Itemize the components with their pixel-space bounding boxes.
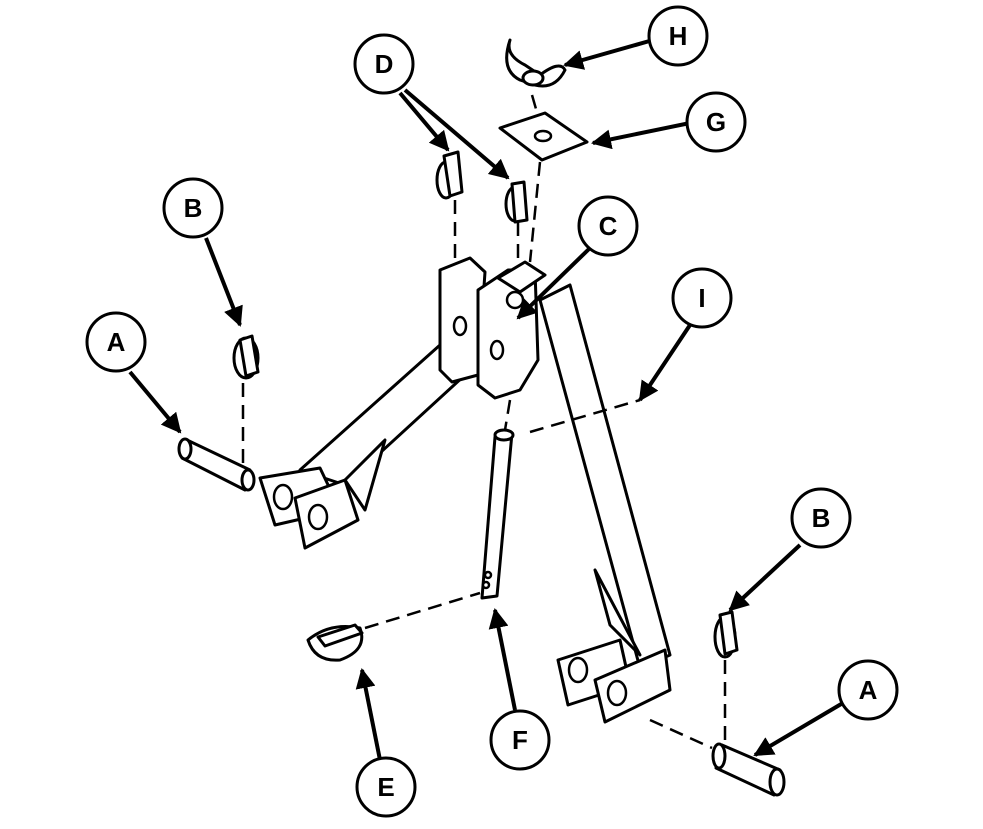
right-arm-end-bracket — [556, 568, 672, 724]
callout-c: C — [577, 195, 639, 257]
left-arm-end-bracket — [258, 438, 387, 550]
lynch-pins-top — [435, 150, 529, 224]
assembly-dashed-lines — [241, 94, 727, 750]
callout-h: H — [647, 5, 709, 67]
callout-a-left-label: A — [107, 327, 126, 357]
callout-i-label: I — [698, 283, 705, 313]
callout-a-right-label: A — [859, 675, 878, 705]
callout-g: G — [685, 91, 747, 153]
hitch-pin-right — [711, 742, 786, 797]
long-pin — [480, 428, 515, 600]
main-diagonal-beam — [538, 283, 672, 670]
callout-f: F — [489, 709, 551, 771]
callout-b-left: B — [162, 177, 224, 239]
callout-f-label: F — [512, 725, 528, 755]
callout-a-left: A — [85, 311, 147, 373]
linch-pin-left — [232, 334, 260, 380]
wing-nut — [505, 38, 567, 88]
callout-b-right: B — [790, 487, 852, 549]
linch-pin-right — [713, 610, 739, 659]
callout-c-label: C — [599, 211, 618, 241]
hitch-pin-left — [177, 437, 256, 492]
callout-d: D — [353, 33, 415, 95]
leader-arrows — [128, 38, 850, 761]
callout-h-label: H — [669, 21, 688, 51]
washer-plate — [498, 111, 589, 162]
callout-e: E — [355, 756, 417, 818]
callout-g-label: G — [706, 107, 726, 137]
callout-a-right: A — [837, 659, 899, 721]
quick-lock-pin — [306, 623, 364, 662]
callout-d-label: D — [375, 49, 394, 79]
callout-b-right-label: B — [812, 503, 831, 533]
callout-i: I — [671, 267, 733, 329]
callout-e-label: E — [377, 772, 394, 802]
top-mast-plate-right — [476, 260, 547, 400]
top-mast-plate-left — [438, 256, 487, 384]
callout-b-left-label: B — [184, 193, 203, 223]
